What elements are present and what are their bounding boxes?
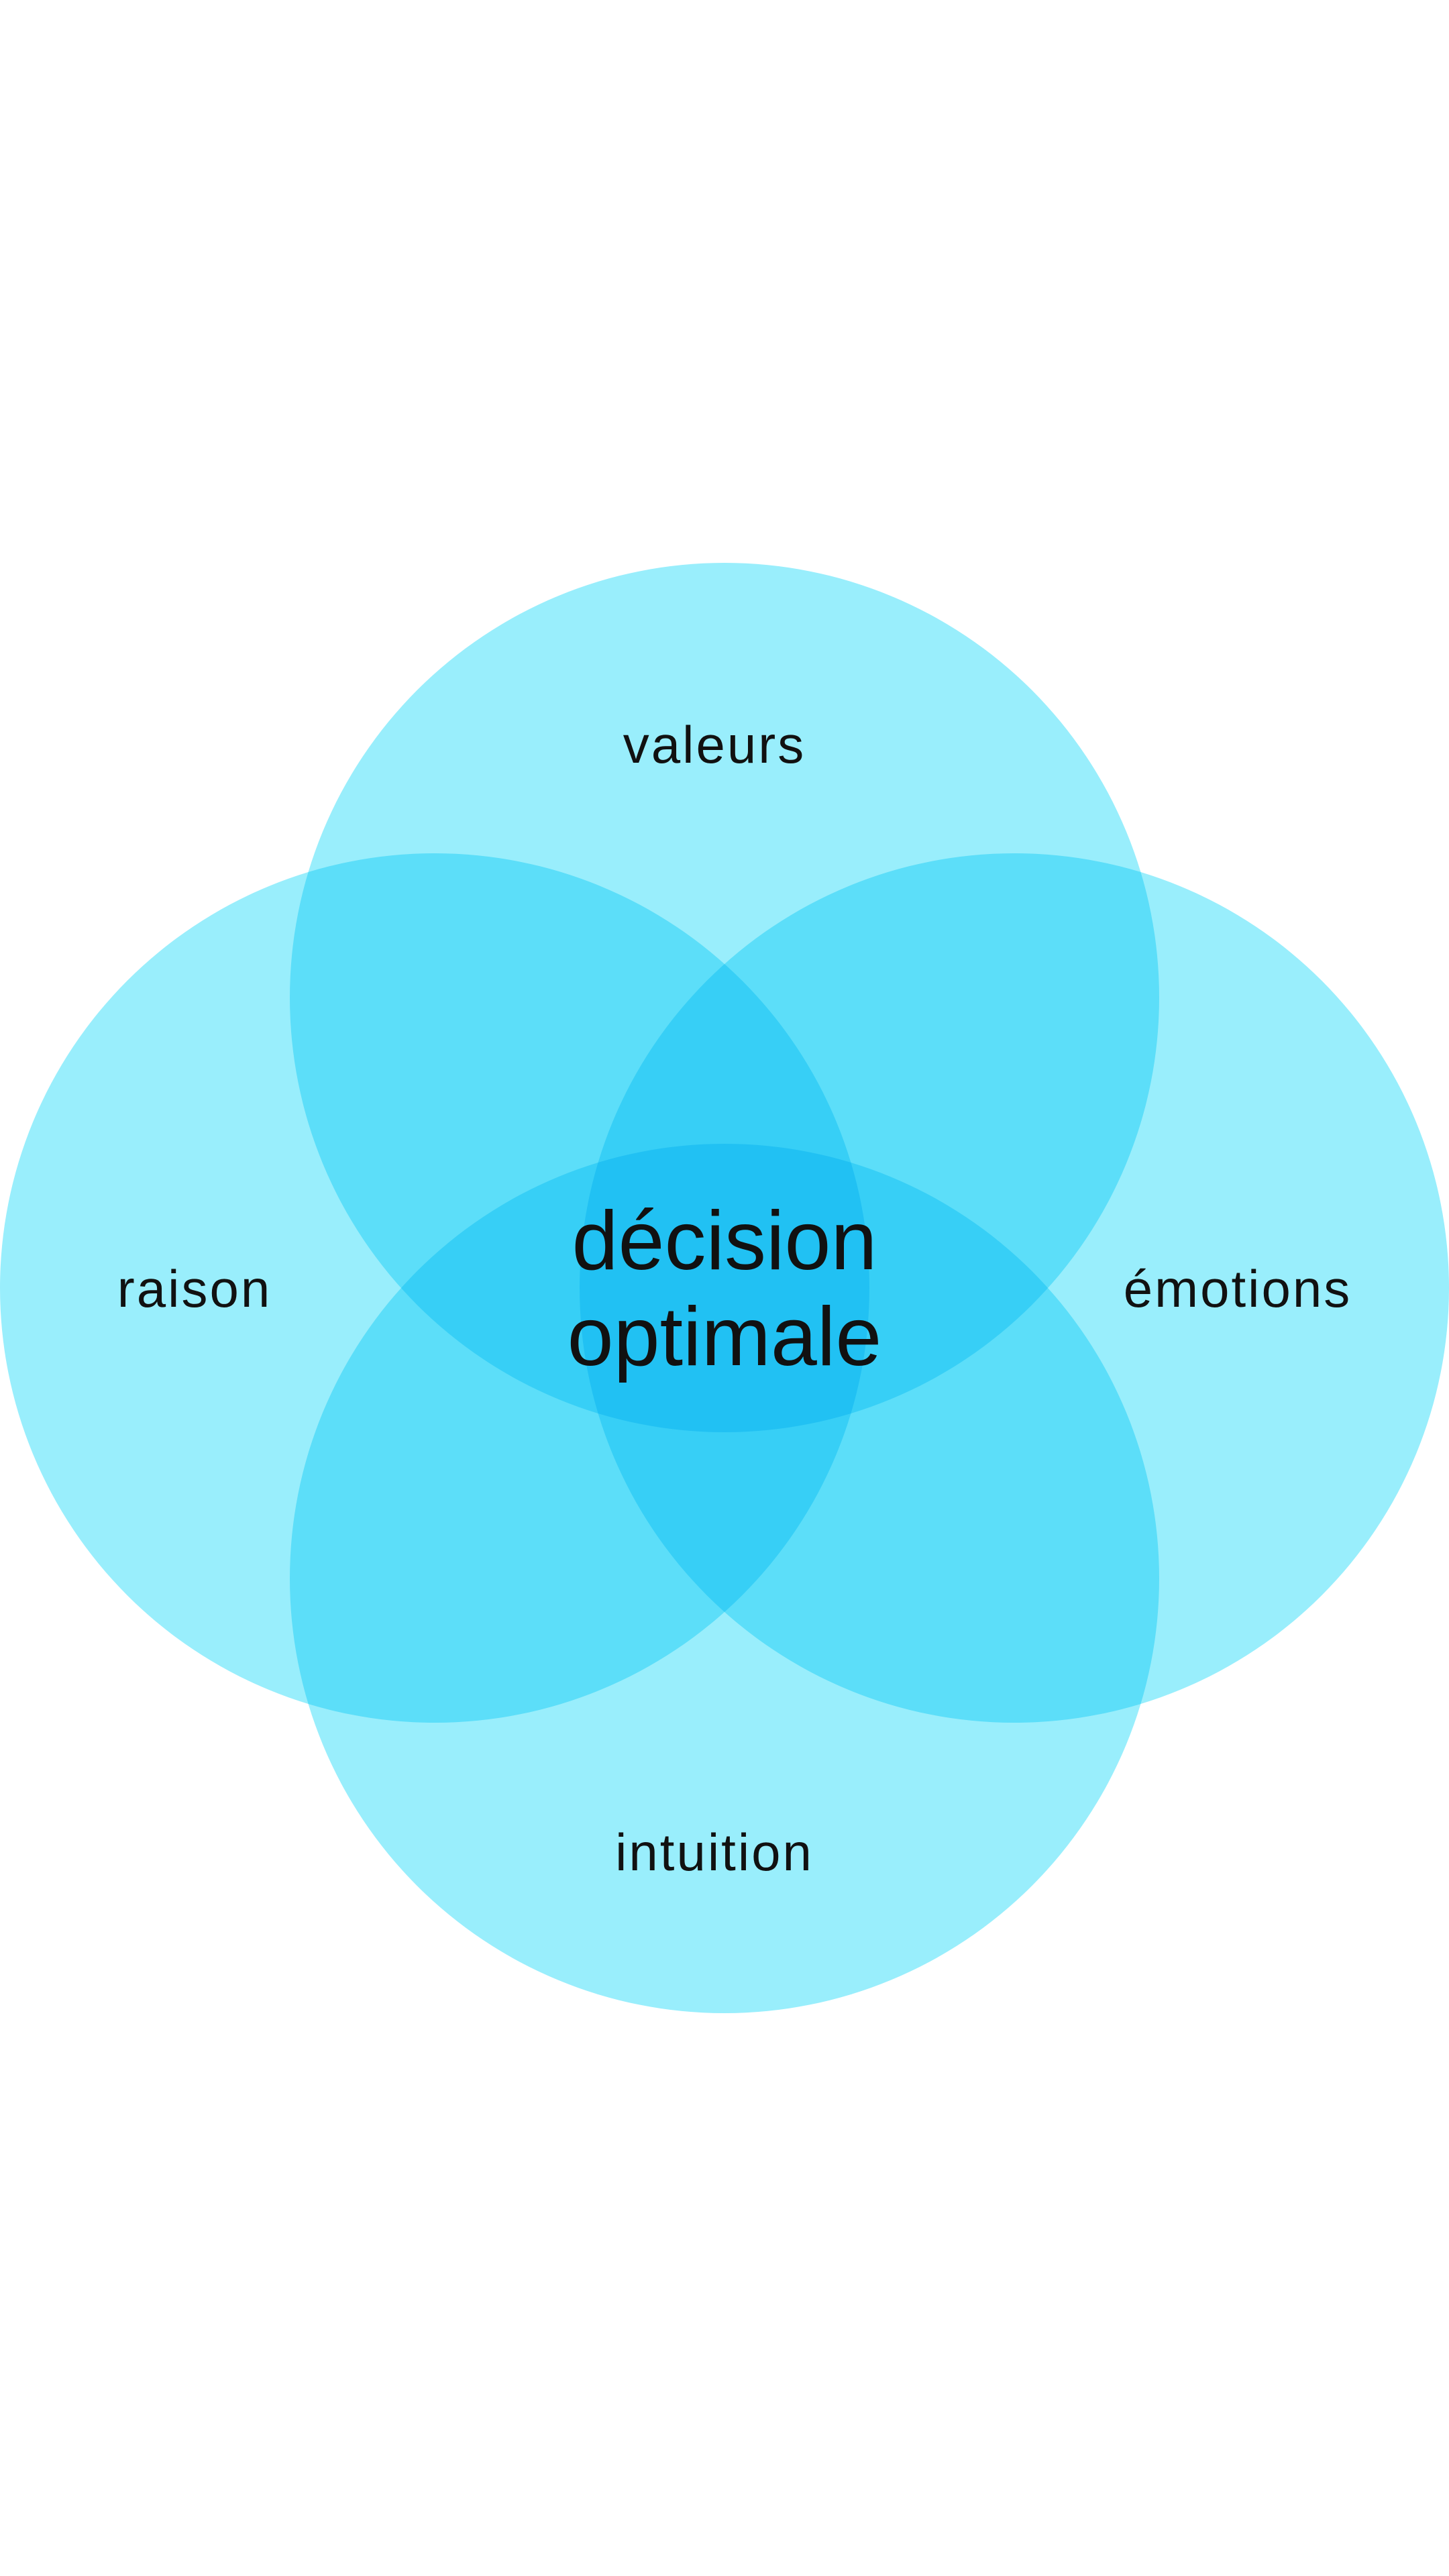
circles-group <box>0 563 1449 2013</box>
circle-intuition <box>290 1144 1159 2013</box>
label-valeurs: valeurs <box>623 715 806 774</box>
label-intuition: intuition <box>615 1823 814 1882</box>
label-raison: raison <box>117 1259 272 1318</box>
labels-group: valeurs raison émotions intuition décisi… <box>117 715 1352 1882</box>
center-label-line2: optimale <box>568 1291 882 1383</box>
label-emotions: émotions <box>1124 1259 1352 1318</box>
center-label-line1: décision <box>572 1195 877 1287</box>
